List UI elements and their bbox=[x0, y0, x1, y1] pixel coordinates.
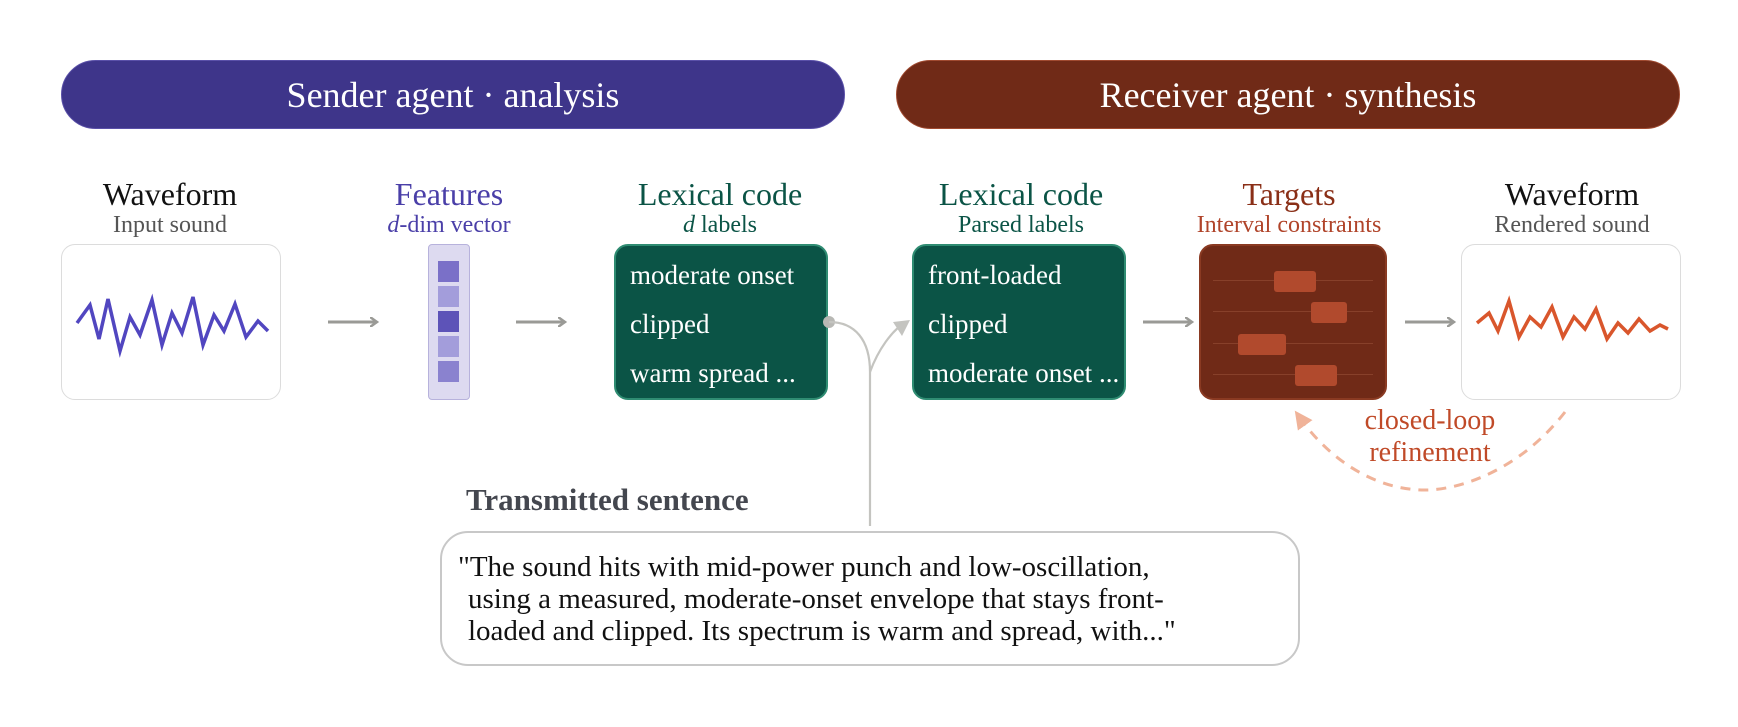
lexical-sender-card: moderate onset clipped warm spread ... bbox=[614, 244, 828, 400]
feature-vector bbox=[428, 244, 470, 400]
lexical-receiver-subtitle: Parsed labels bbox=[958, 212, 1084, 238]
sender-banner: Sender agent · analysis bbox=[61, 60, 845, 129]
output-waveform-subtitle: Rendered sound bbox=[1494, 212, 1650, 238]
feature-cell bbox=[438, 286, 459, 307]
feature-cell bbox=[438, 261, 459, 282]
lexical-sender-label: clipped bbox=[630, 309, 710, 339]
lexical-sender-label: moderate onset bbox=[630, 260, 795, 290]
lexical-receiver-card: front-loaded clipped moderate onset ... bbox=[912, 244, 1126, 400]
receiver-banner: Receiver agent · synthesis bbox=[896, 60, 1680, 129]
targets-title: Targets bbox=[1242, 176, 1336, 212]
output-waveform-title: Waveform bbox=[1504, 176, 1640, 212]
targets-card bbox=[1199, 244, 1387, 400]
targets-subtitle: Interval constraints bbox=[1196, 212, 1382, 238]
transmission-connector bbox=[823, 316, 910, 526]
feature-cell bbox=[438, 361, 459, 382]
lexical-sender-subtitle: d labels bbox=[590, 213, 850, 237]
lexical-receiver-label: moderate onset ... bbox=[928, 358, 1120, 388]
transmitted-sentence-line: using a measured, moderate-onset envelop… bbox=[468, 583, 1164, 615]
lexical-sender-title: Lexical code bbox=[637, 176, 803, 212]
lexical-sender-subtitle-var: d bbox=[683, 212, 695, 238]
lexical-sender-label: warm spread ... bbox=[630, 358, 796, 388]
features-subtitle: d-dim vector bbox=[319, 213, 579, 237]
features-subtitle-var: d bbox=[387, 212, 400, 238]
output-waveform-graphic bbox=[1475, 295, 1669, 343]
feature-cell bbox=[438, 311, 459, 332]
closed-loop-label: closed-loop refinement bbox=[1330, 405, 1530, 469]
receiver-banner-label: Receiver agent · synthesis bbox=[1099, 74, 1477, 115]
lexical-sender-subtitle-rest: labels bbox=[695, 212, 757, 238]
lexical-receiver-title: Lexical code bbox=[938, 176, 1104, 212]
lexical-receiver-label: front-loaded bbox=[928, 260, 1062, 290]
sender-banner-label: Sender agent · analysis bbox=[286, 74, 620, 115]
interval-constraint-bar bbox=[1274, 271, 1316, 292]
closed-loop-line1: closed-loop bbox=[1364, 405, 1496, 436]
closed-loop-line2: refinement bbox=[1369, 437, 1491, 468]
transmitted-sentence-heading: Transmitted sentence bbox=[466, 482, 749, 517]
features-title: Features bbox=[394, 176, 504, 212]
input-waveform-title: Waveform bbox=[102, 176, 238, 212]
input-waveform-card bbox=[61, 244, 281, 400]
features-subtitle-rest: -dim vector bbox=[399, 212, 511, 238]
feature-cell bbox=[438, 336, 459, 357]
interval-constraint-bar bbox=[1295, 365, 1337, 386]
input-waveform-subtitle: Input sound bbox=[113, 212, 227, 238]
lexical-receiver-label: clipped bbox=[928, 309, 1008, 339]
output-waveform-card bbox=[1461, 244, 1681, 400]
input-waveform-graphic bbox=[75, 293, 270, 358]
interval-constraint-bar bbox=[1238, 334, 1286, 355]
closed-loop-arrow bbox=[1294, 410, 1567, 492]
transmitted-sentence-box: "The sound hits with mid-power punch and… bbox=[440, 531, 1300, 666]
interval-constraint-bar bbox=[1311, 302, 1347, 323]
transmitted-sentence-line: "The sound hits with mid-power punch and… bbox=[458, 551, 1150, 583]
transmitted-sentence-line: loaded and clipped. Its spectrum is warm… bbox=[468, 615, 1176, 647]
